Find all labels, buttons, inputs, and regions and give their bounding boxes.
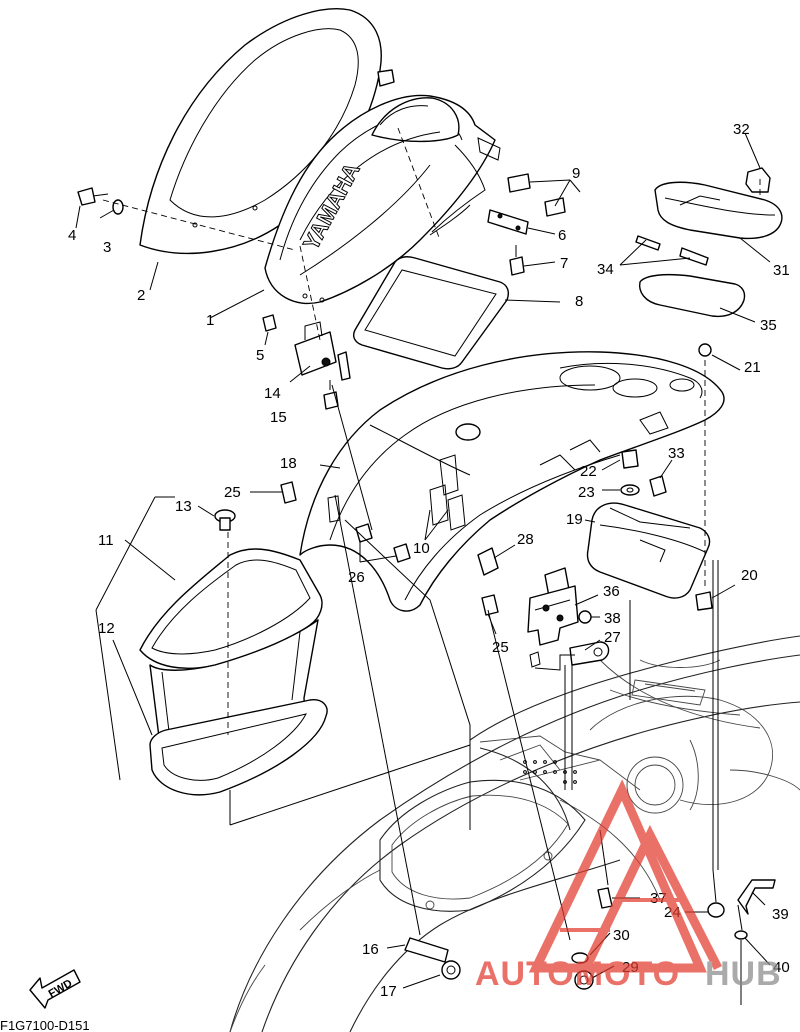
callout-numbers: 1 2 3 4 5 6 7 8 9 10 11 12 13 14 15 16 1…: [68, 121, 790, 1000]
callout-35: 35: [760, 317, 777, 334]
leader-lines: [75, 132, 771, 989]
callout-4: 4: [68, 227, 76, 244]
callout-27: 27: [604, 629, 621, 646]
callout-8: 8: [575, 293, 583, 310]
part-36-latch: [527, 567, 579, 646]
callout-11: 11: [98, 532, 114, 549]
callout-34: 34: [597, 261, 614, 278]
part-31-lid: [654, 181, 783, 240]
callout-33: 33: [668, 445, 685, 462]
callout-22: 22: [580, 463, 597, 480]
fwd-label: FWD: [47, 977, 75, 1000]
callout-38: 38: [604, 610, 621, 627]
callout-30: 30: [613, 927, 630, 944]
part-2-windshield: [139, 8, 395, 255]
callout-16: 16: [362, 941, 379, 958]
callout-2: 2: [137, 287, 145, 304]
callout-1: 1: [206, 312, 214, 329]
callout-40: 40: [773, 959, 790, 976]
watermark-logo-icon: [528, 779, 723, 973]
callout-14: 14: [264, 385, 281, 402]
hardware-small-parts: [77, 167, 776, 1005]
callout-36: 36: [603, 583, 620, 600]
callout-39: 39: [772, 906, 789, 923]
callout-17: 17: [380, 983, 397, 1000]
callout-32: 32: [733, 121, 750, 138]
callout-3: 3: [103, 239, 111, 256]
alignment-lines: [229, 384, 743, 941]
callout-31: 31: [773, 262, 790, 279]
callout-15: 15: [270, 409, 287, 426]
callout-5: 5: [256, 347, 264, 364]
part-12-bin-seal: [149, 699, 328, 796]
fwd-arrow-icon: FWD: [29, 969, 81, 1009]
callout-6: 6: [558, 227, 566, 244]
callout-23: 23: [578, 484, 595, 501]
callout-21: 21: [744, 359, 761, 376]
callout-28: 28: [517, 531, 534, 548]
callout-26: 26: [348, 569, 365, 586]
drawing-code: F1G7100-D151: [0, 1018, 90, 1032]
callout-12: 12: [98, 620, 115, 637]
watermark-text-b: HUB: [705, 955, 782, 993]
assembly-lines: [102, 127, 761, 735]
callout-9: 9: [572, 165, 580, 182]
callout-10: 10: [413, 540, 430, 557]
callout-25a: 25: [224, 484, 241, 501]
callout-13: 13: [175, 498, 192, 515]
part-1-hood: YAMAHA: [264, 94, 501, 305]
callout-19: 19: [566, 511, 583, 528]
watermark-text-a: AUTOMOTO: [475, 955, 680, 993]
part-35-lid-pad: [638, 273, 746, 318]
watermark: AUTOMOTO HUB: [475, 779, 782, 993]
hull-body: [229, 635, 800, 1032]
callout-7: 7: [560, 255, 568, 272]
part-19-glovebox: [586, 502, 711, 599]
callout-25b: 25: [492, 639, 509, 656]
callout-18: 18: [280, 455, 297, 472]
callout-20: 20: [741, 567, 758, 584]
